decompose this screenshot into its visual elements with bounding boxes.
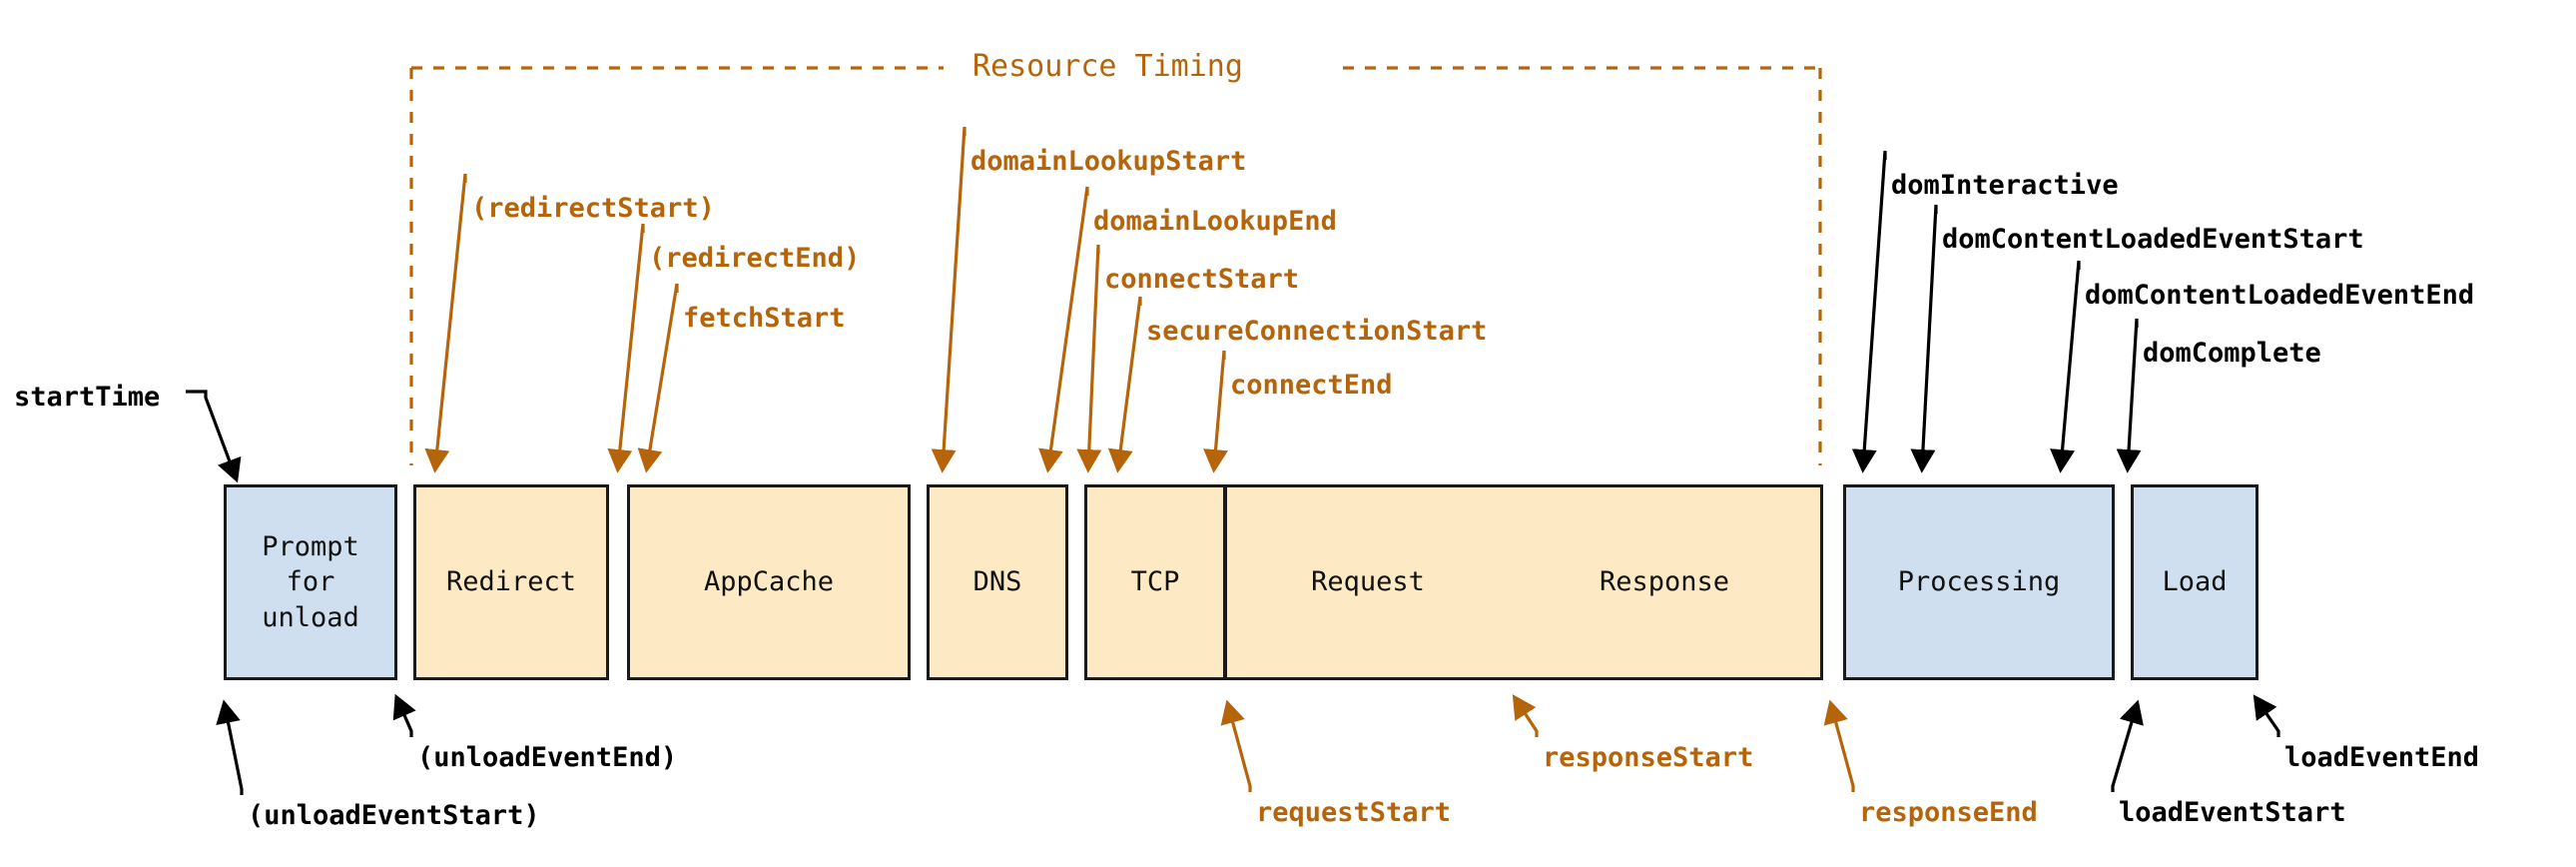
timing-label-unloadEventEnd: (unloadEventEnd) xyxy=(417,742,678,773)
timing-label-loadEventEnd: loadEventEnd xyxy=(2284,742,2480,773)
phase-label-appcache: AppCache xyxy=(703,566,835,598)
phase-box-appcache[interactable]: AppCache xyxy=(627,484,911,680)
bottom-black-leaders xyxy=(216,693,2280,795)
phase-label-processing: Processing xyxy=(1897,566,2061,598)
resource-timing-bracket xyxy=(409,66,1822,465)
timing-label-unloadEventStart: (unloadEventStart) xyxy=(248,800,540,831)
phase-box-processing[interactable]: Processing xyxy=(1843,484,2115,680)
top-black-leaders xyxy=(186,150,2142,483)
phase-box-redirect[interactable]: Redirect xyxy=(413,484,609,680)
timing-label-fetchStart: fetchStart xyxy=(683,303,846,334)
phase-label-tcp: TCP xyxy=(1130,566,1180,598)
timing-label-redirectStart: (redirectStart) xyxy=(471,193,715,224)
phase-box-load[interactable]: Load xyxy=(2131,484,2258,680)
phase-label-prompt-for-unload: Prompt for unload xyxy=(262,531,359,633)
timing-label-connectStart: connectStart xyxy=(1104,264,1300,295)
timing-label-domComplete: domComplete xyxy=(2143,338,2321,369)
top-orange-leaders xyxy=(424,126,1228,473)
phase-label-load: Load xyxy=(2162,566,2228,598)
timing-label-secureConnectionStart: secureConnectionStart xyxy=(1146,316,1488,347)
phase-label-response: Response xyxy=(1599,566,1730,598)
bottom-orange-leaders xyxy=(1220,694,1855,792)
phase-box-prompt-for-unload[interactable]: Prompt for unload xyxy=(224,484,397,680)
timing-label-domainLookupStart: domainLookupStart xyxy=(970,146,1247,177)
phase-box-dns[interactable]: DNS xyxy=(927,484,1068,680)
timing-label-loadEventStart: loadEventStart xyxy=(2119,797,2346,828)
timing-label-responseEnd: responseEnd xyxy=(1859,797,2038,828)
phase-label-redirect: Redirect xyxy=(445,566,577,598)
timing-label-connectEnd: connectEnd xyxy=(1230,370,1393,401)
timing-label-domContentLoadedEventEnd: domContentLoadedEventEnd xyxy=(2085,280,2475,311)
phase-box-response[interactable]: Response xyxy=(1509,484,1823,680)
timing-label-startTime: startTime xyxy=(14,382,161,413)
timing-label-domainLookupEnd: domainLookupEnd xyxy=(1093,206,1337,237)
phase-label-dns: DNS xyxy=(972,566,1022,598)
phase-box-tcp[interactable]: TCP xyxy=(1084,484,1226,680)
timing-label-domInteractive: domInteractive xyxy=(1891,170,2119,201)
timing-label-domContentLoadedEventStart: domContentLoadedEventStart xyxy=(1942,224,2364,255)
phase-box-request[interactable]: Request xyxy=(1224,484,1512,680)
timing-label-responseStart: responseStart xyxy=(1543,742,1754,773)
resource-timing-bracket-label: Resource Timing xyxy=(972,49,1243,84)
timing-label-redirectEnd: (redirectEnd) xyxy=(649,243,861,274)
timing-label-requestStart: requestStart xyxy=(1256,797,1452,828)
phase-label-request: Request xyxy=(1311,566,1425,598)
